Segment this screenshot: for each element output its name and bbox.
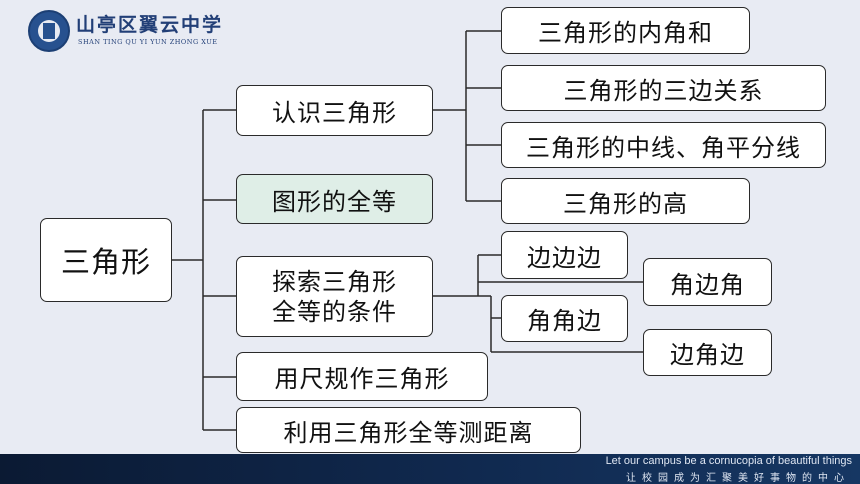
- branch-node-label-line2: 全等的条件: [272, 297, 397, 326]
- branch-node-label-line1: 探索三角形: [272, 267, 397, 296]
- footer-banner: Let our campus be a cornucopia of beauti…: [0, 454, 860, 484]
- branch-node-label: 利用三角形全等测距离: [283, 418, 534, 447]
- root-node: 三角形: [40, 218, 172, 302]
- school-name-cn: 山亭区翼云中学: [76, 14, 224, 36]
- leaf-node-label: 三角形的高: [563, 189, 688, 218]
- leaf-node-label: 边边边: [527, 243, 602, 272]
- leaf-node-label: 角角边: [527, 307, 602, 335]
- branch-node-measure: 利用三角形全等测距离: [236, 407, 581, 453]
- leaf-node-label: 角边角: [670, 270, 745, 299]
- leaf-node-label: 边角边: [670, 341, 745, 369]
- school-seal-icon: [28, 10, 70, 52]
- school-name-en: SHAN TING QU YI YUN ZHONG XUE: [78, 38, 218, 46]
- leaf-node-sss: 边边边: [501, 231, 628, 279]
- leaf-node-median-bisector: 三角形的中线、角平分线: [501, 122, 826, 168]
- branch-node-conditions: 探索三角形 全等的条件: [236, 256, 433, 337]
- leaf-node-interior-angles: 三角形的内角和: [501, 7, 750, 54]
- leaf-node-altitude: 三角形的高: [501, 178, 750, 224]
- branch-node-recognize: 认识三角形: [236, 85, 433, 136]
- leaf-node-aas: 角角边: [501, 295, 628, 342]
- leaf-node-side-relations: 三角形的三边关系: [501, 65, 826, 111]
- school-logo: 山亭区翼云中学 SHAN TING QU YI YUN ZHONG XUE: [28, 8, 221, 54]
- leaf-node-label: 三角形的内角和: [538, 19, 713, 47]
- leaf-node-label: 三角形的中线、角平分线: [526, 133, 801, 162]
- leaf-node-sas: 边角边: [643, 329, 772, 376]
- branch-node-construct: 用尺规作三角形: [236, 352, 488, 401]
- branch-node-label: 用尺规作三角形: [274, 365, 450, 393]
- leaf-node-asa: 角边角: [643, 258, 772, 306]
- leaf-node-label: 三角形的三边关系: [563, 76, 764, 105]
- branch-node-congruence: 图形的全等: [236, 174, 433, 224]
- branch-node-label: 认识三角形: [272, 99, 397, 127]
- footer-slogan-cn: 让校园成为汇聚美好事物的中心: [626, 473, 850, 484]
- branch-node-label: 图形的全等: [272, 187, 397, 216]
- root-node-label: 三角形: [60, 245, 151, 279]
- footer-slogan-en: Let our campus be a cornucopia of beauti…: [605, 455, 852, 467]
